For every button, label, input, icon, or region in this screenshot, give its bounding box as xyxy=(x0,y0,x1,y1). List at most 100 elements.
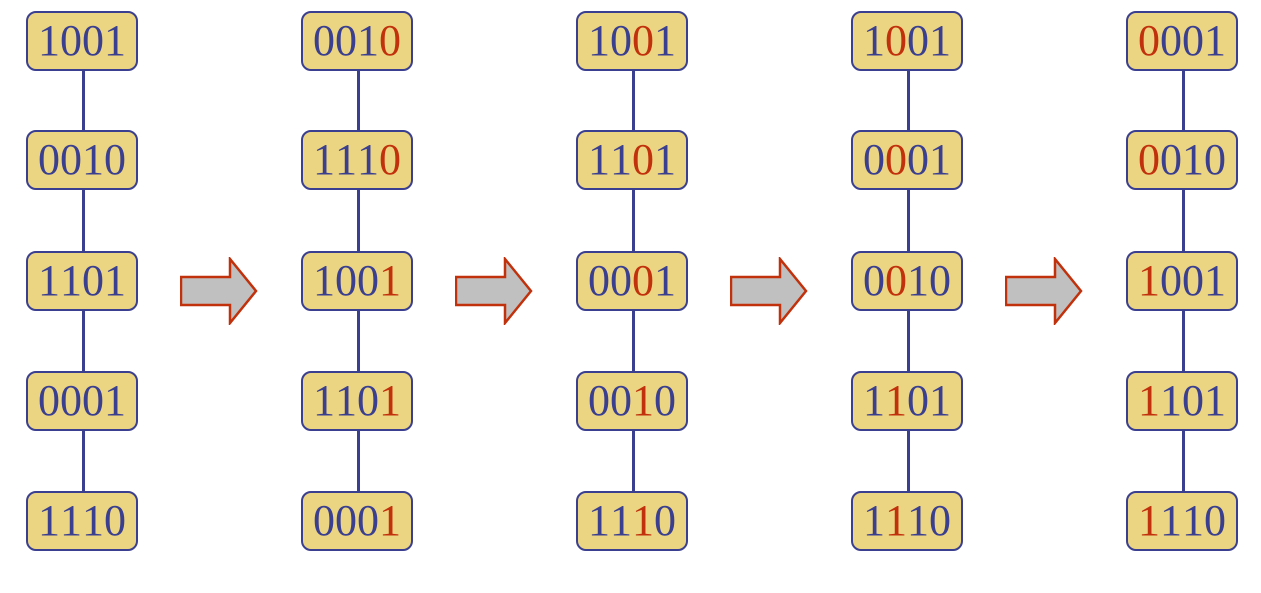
bit: 0 xyxy=(863,256,885,305)
bit: 0 xyxy=(60,135,82,184)
bit: 1 xyxy=(929,135,951,184)
bit: 0 xyxy=(1160,135,1182,184)
node-value: 1101 xyxy=(588,138,676,182)
list-node: 1001 xyxy=(576,11,688,71)
node-value: 0010 xyxy=(1138,138,1226,182)
bit: 1 xyxy=(654,135,676,184)
node-value: 1110 xyxy=(1138,499,1226,543)
highlighted-bit: 1 xyxy=(1138,496,1160,545)
bit: 0 xyxy=(654,496,676,545)
list-node: 1101 xyxy=(1126,371,1238,431)
bit: 0 xyxy=(60,16,82,65)
highlighted-bit: 0 xyxy=(885,256,907,305)
list-node: 1110 xyxy=(301,130,413,190)
list-node: 1110 xyxy=(851,491,963,551)
node-value: 0001 xyxy=(588,259,676,303)
highlighted-bit: 0 xyxy=(379,135,401,184)
node-value: 1110 xyxy=(863,499,951,543)
bit: 1 xyxy=(38,256,60,305)
bit: 1 xyxy=(1182,135,1204,184)
node-value: 1110 xyxy=(588,499,676,543)
highlighted-bit: 0 xyxy=(885,135,907,184)
list-node: 1110 xyxy=(26,491,138,551)
bit: 1 xyxy=(313,135,335,184)
bit: 1 xyxy=(588,135,610,184)
list-node: 1101 xyxy=(26,251,138,311)
highlighted-bit: 0 xyxy=(379,16,401,65)
bit: 0 xyxy=(588,376,610,425)
bit: 1 xyxy=(588,496,610,545)
bit: 0 xyxy=(82,256,104,305)
list-node: 1001 xyxy=(851,11,963,71)
bit: 1 xyxy=(588,16,610,65)
bit: 0 xyxy=(1204,135,1226,184)
bit: 0 xyxy=(610,256,632,305)
list-node: 0001 xyxy=(26,371,138,431)
highlighted-bit: 0 xyxy=(1138,16,1160,65)
bit: 0 xyxy=(104,496,126,545)
bit: 0 xyxy=(907,135,929,184)
node-value: 1110 xyxy=(38,499,126,543)
list-node: 1001 xyxy=(26,11,138,71)
right-arrow-icon xyxy=(1004,255,1083,327)
bit: 1 xyxy=(60,256,82,305)
highlighted-bit: 1 xyxy=(379,376,401,425)
bit: 0 xyxy=(654,376,676,425)
highlighted-bit: 1 xyxy=(632,496,654,545)
node-value: 0010 xyxy=(588,379,676,423)
bit: 0 xyxy=(610,376,632,425)
node-value: 1101 xyxy=(38,259,126,303)
list-node: 0001 xyxy=(851,130,963,190)
right-arrow-icon xyxy=(729,255,808,327)
bit: 1 xyxy=(335,376,357,425)
list-node: 1001 xyxy=(1126,251,1238,311)
node-value: 0010 xyxy=(863,259,951,303)
bit: 0 xyxy=(1182,376,1204,425)
bit: 0 xyxy=(1160,16,1182,65)
bit: 1 xyxy=(1204,376,1226,425)
bit: 0 xyxy=(610,16,632,65)
highlighted-bit: 0 xyxy=(632,256,654,305)
bit: 1 xyxy=(104,16,126,65)
list-node: 0010 xyxy=(301,11,413,71)
bit: 1 xyxy=(82,135,104,184)
bit: 0 xyxy=(1160,256,1182,305)
node-value: 0010 xyxy=(38,138,126,182)
highlighted-bit: 1 xyxy=(1138,376,1160,425)
bit: 1 xyxy=(1204,256,1226,305)
node-value: 1001 xyxy=(313,259,401,303)
bit: 0 xyxy=(60,376,82,425)
bit: 1 xyxy=(1160,496,1182,545)
bit: 1 xyxy=(82,496,104,545)
list-node: 0010 xyxy=(26,130,138,190)
bit: 1 xyxy=(907,496,929,545)
highlighted-bit: 1 xyxy=(885,376,907,425)
bit: 1 xyxy=(38,496,60,545)
bit: 0 xyxy=(313,496,335,545)
list-node: 0001 xyxy=(576,251,688,311)
highlighted-bit: 0 xyxy=(1138,135,1160,184)
node-value: 1001 xyxy=(588,19,676,63)
bit: 1 xyxy=(357,16,379,65)
bit: 1 xyxy=(863,376,885,425)
bit: 0 xyxy=(929,496,951,545)
list-node: 1101 xyxy=(576,130,688,190)
highlighted-bit: 0 xyxy=(885,16,907,65)
node-value: 1101 xyxy=(863,379,951,423)
bit: 1 xyxy=(863,16,885,65)
node-value: 0001 xyxy=(313,499,401,543)
bit: 0 xyxy=(907,376,929,425)
bit: 0 xyxy=(313,16,335,65)
bit: 0 xyxy=(357,376,379,425)
bit: 1 xyxy=(38,16,60,65)
node-value: 1101 xyxy=(313,379,401,423)
bit: 1 xyxy=(929,16,951,65)
highlighted-bit: 1 xyxy=(885,496,907,545)
bit: 0 xyxy=(82,16,104,65)
list-node: 1110 xyxy=(576,491,688,551)
bit: 0 xyxy=(357,256,379,305)
node-value: 0001 xyxy=(1138,19,1226,63)
